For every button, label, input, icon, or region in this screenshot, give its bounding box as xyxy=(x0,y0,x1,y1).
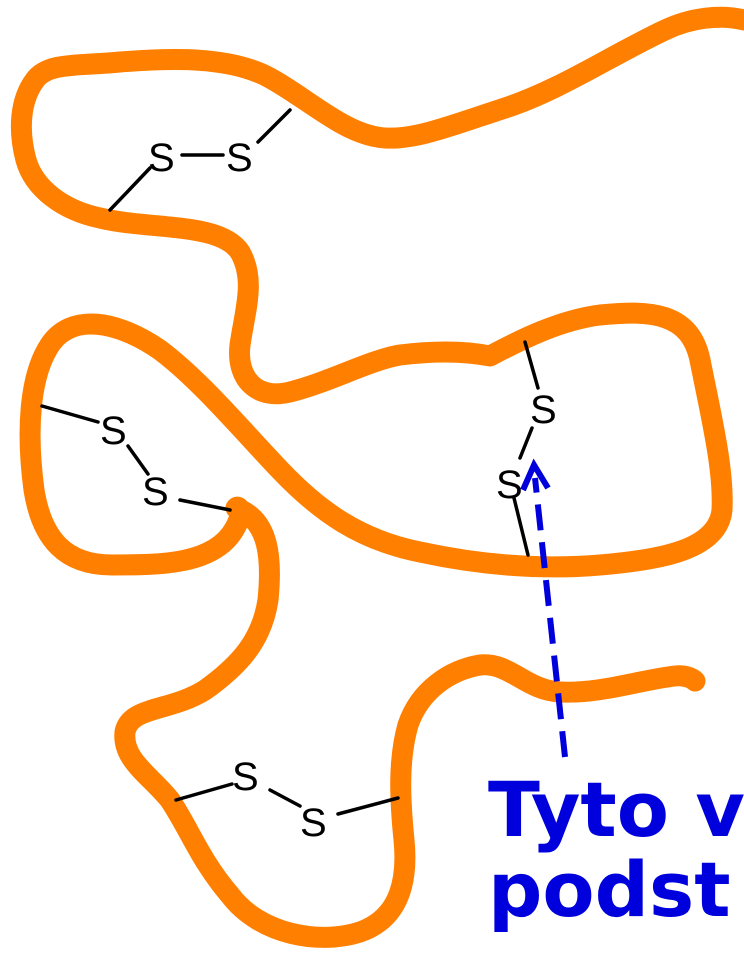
bond-left-ss xyxy=(126,444,150,476)
sulfur-top-2: S xyxy=(226,136,253,180)
caption-line-2: podst xyxy=(488,845,731,934)
bond-bottom-left xyxy=(174,782,234,802)
bond-left-left xyxy=(40,404,100,424)
bond-bottom-right xyxy=(336,796,400,816)
annotation-arrowhead xyxy=(520,458,551,492)
caption: Tyto v podst xyxy=(488,770,744,930)
bond-right-ss xyxy=(518,426,534,460)
annotation-arrow xyxy=(532,477,568,758)
sulfur-bottom-1: S xyxy=(232,755,259,799)
sulfur-left-1: S xyxy=(100,409,127,453)
bond-right-top xyxy=(523,340,540,390)
bond-top-left xyxy=(108,166,152,212)
sulfur-bottom-2: S xyxy=(300,801,327,845)
bond-top-right xyxy=(256,108,292,144)
sulfur-left-2: S xyxy=(142,470,169,514)
sulfur-top-1: S xyxy=(148,136,175,180)
bond-right-bottom xyxy=(512,496,530,557)
sulfur-right-2: S xyxy=(496,463,523,507)
caption-line-1: Tyto v xyxy=(488,765,744,854)
protein-chain xyxy=(10,6,744,948)
sulfur-right-1: S xyxy=(530,388,557,432)
bond-left-right xyxy=(178,498,232,512)
bond-bottom-ss xyxy=(268,788,302,808)
